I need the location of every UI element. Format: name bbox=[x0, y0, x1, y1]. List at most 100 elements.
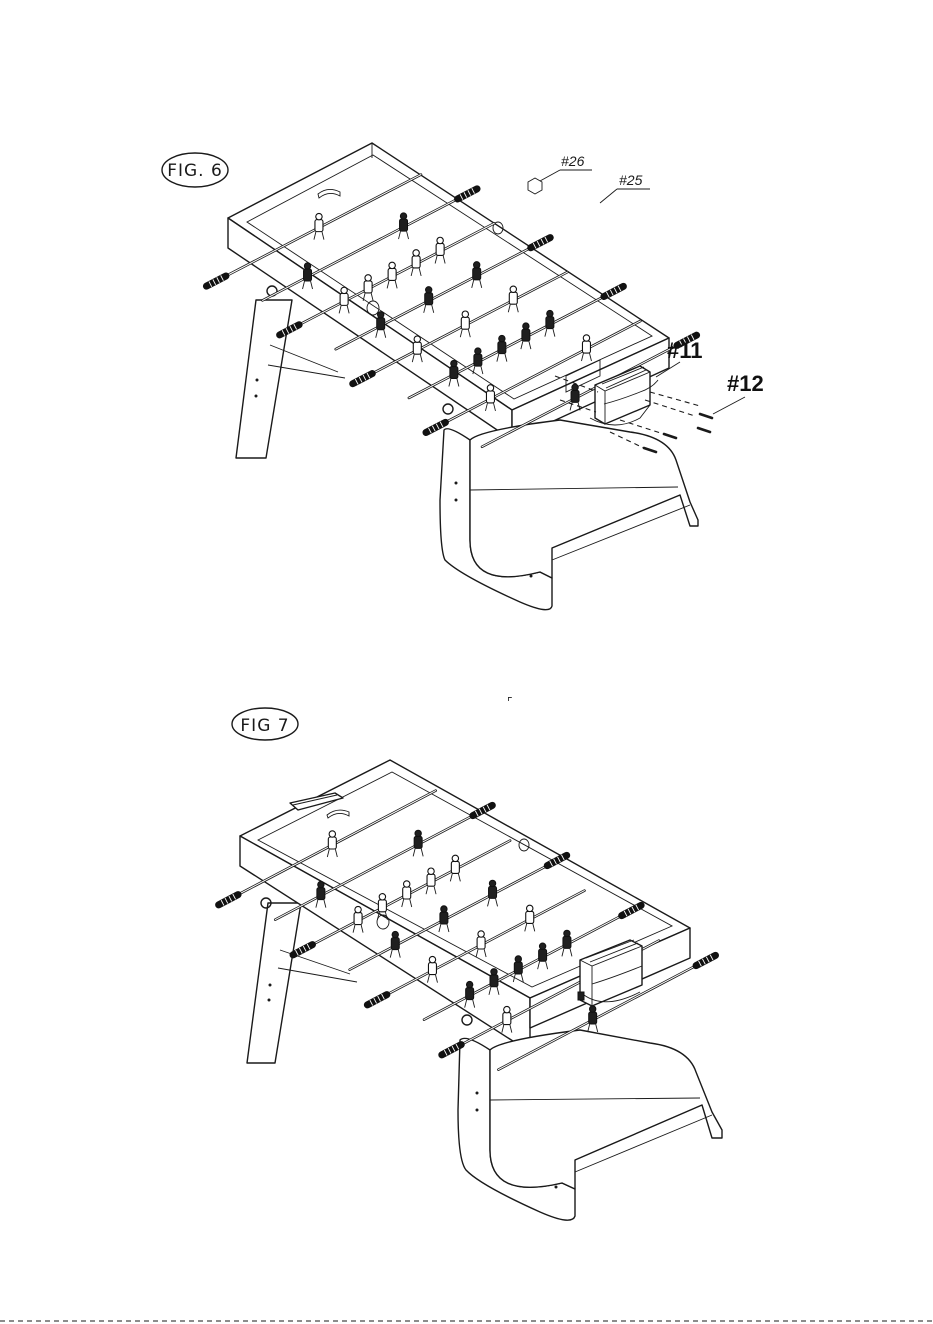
player-body bbox=[582, 341, 590, 353]
rod-handle-grip bbox=[293, 945, 312, 955]
player-body bbox=[425, 293, 433, 305]
rod-handle-grip bbox=[426, 422, 446, 432]
player-body bbox=[489, 886, 497, 898]
rod-handle-grip bbox=[531, 238, 551, 248]
player-body bbox=[589, 1012, 597, 1024]
fig6-label-text: FIG. 6 bbox=[167, 161, 223, 181]
rod-handle-grip bbox=[473, 805, 492, 815]
player-head bbox=[589, 1006, 595, 1012]
fig6-callout-12: #12 bbox=[713, 371, 764, 414]
fig6-callout-25: #25 bbox=[600, 172, 650, 203]
fig6-label: FIG. 6 bbox=[162, 153, 228, 187]
player-body bbox=[391, 938, 399, 950]
player-body bbox=[414, 836, 422, 848]
player-body bbox=[378, 900, 386, 912]
player-figure bbox=[588, 1006, 598, 1032]
player-body bbox=[412, 256, 420, 268]
player-body bbox=[526, 911, 534, 923]
player-body bbox=[490, 975, 498, 987]
player-body bbox=[514, 962, 522, 974]
player-head bbox=[452, 855, 458, 861]
player-body bbox=[522, 329, 530, 341]
fig7-front-leg bbox=[458, 1030, 722, 1220]
player-body bbox=[450, 367, 458, 379]
player-head bbox=[389, 262, 395, 268]
rod-handle-grip bbox=[206, 276, 226, 286]
rod-handle-grip bbox=[367, 995, 386, 1005]
player-head bbox=[304, 263, 310, 269]
player-head bbox=[365, 275, 371, 281]
player-body bbox=[477, 937, 485, 949]
player-body bbox=[317, 888, 325, 900]
player-head bbox=[564, 930, 570, 936]
player-body bbox=[315, 220, 323, 232]
player-head bbox=[547, 310, 553, 316]
player-body bbox=[403, 887, 411, 899]
player-head bbox=[504, 1006, 510, 1012]
player-body bbox=[440, 912, 448, 924]
player-head bbox=[466, 981, 472, 987]
player-head bbox=[572, 384, 578, 390]
player-body bbox=[466, 988, 474, 1000]
rod-handle-grip bbox=[219, 895, 238, 905]
player-leg bbox=[588, 1024, 590, 1032]
player-body bbox=[340, 293, 348, 305]
player-body bbox=[328, 837, 336, 849]
player-head bbox=[404, 881, 410, 887]
player-head bbox=[515, 956, 521, 962]
player-body bbox=[486, 391, 494, 403]
player-head bbox=[400, 213, 406, 219]
fig7-table-body bbox=[240, 760, 690, 1052]
player-head bbox=[489, 880, 495, 886]
player-head bbox=[355, 906, 361, 912]
player-head bbox=[316, 213, 322, 219]
callout-25-text: #25 bbox=[619, 172, 643, 188]
fig6-callout-26: #26 bbox=[528, 153, 592, 194]
player-body bbox=[498, 342, 506, 354]
figure-7: FIG 7 bbox=[219, 708, 722, 1220]
rod-handle-grip bbox=[604, 286, 624, 296]
player-head bbox=[478, 931, 484, 937]
player-head bbox=[414, 336, 420, 342]
player-head bbox=[510, 286, 516, 292]
rod-handle-grip bbox=[442, 1045, 461, 1055]
player-body bbox=[364, 281, 372, 293]
player-body bbox=[563, 936, 571, 948]
player-body bbox=[473, 268, 481, 280]
player-body bbox=[546, 317, 554, 329]
player-body bbox=[400, 219, 408, 231]
player-head bbox=[415, 830, 421, 836]
player-head bbox=[329, 831, 335, 837]
player-body bbox=[503, 1013, 511, 1025]
player-head bbox=[437, 237, 443, 243]
player-body bbox=[461, 317, 469, 329]
callout-26-text: #26 bbox=[561, 153, 585, 169]
player-body bbox=[509, 292, 517, 304]
player-body bbox=[428, 963, 436, 975]
player-head bbox=[426, 287, 432, 293]
rod-handle-grip bbox=[696, 955, 715, 965]
player-body bbox=[427, 874, 435, 886]
callout-11-text: #11 bbox=[667, 338, 703, 363]
player-head bbox=[378, 312, 384, 318]
player-head bbox=[487, 385, 493, 391]
player-head bbox=[539, 943, 545, 949]
player-body bbox=[388, 268, 396, 280]
rod-handle-grip bbox=[458, 189, 478, 199]
player-head bbox=[429, 956, 435, 962]
fig6-rear-leg bbox=[236, 300, 345, 458]
player-head bbox=[583, 335, 589, 341]
rod-handle-grip bbox=[353, 374, 373, 384]
figure-6: FIG. 6 bbox=[162, 143, 764, 610]
fig7-label: FIG 7 bbox=[232, 708, 298, 740]
stray-mark: ⌜ bbox=[507, 695, 513, 709]
player-body bbox=[451, 861, 459, 873]
player-head bbox=[491, 969, 497, 975]
player-body bbox=[354, 913, 362, 925]
player-body bbox=[474, 354, 482, 366]
player-body bbox=[413, 342, 421, 354]
player-head bbox=[428, 868, 434, 874]
player-body bbox=[571, 390, 579, 402]
